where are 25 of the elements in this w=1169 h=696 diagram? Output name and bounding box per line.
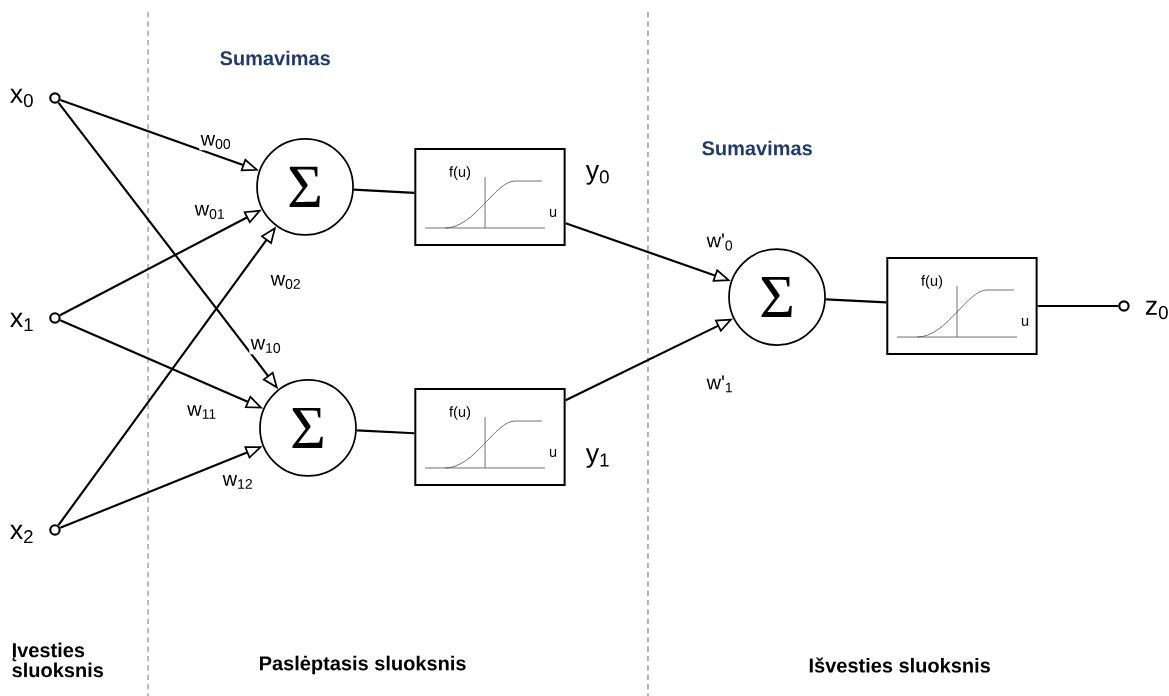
weight-label: w$_{01}$ [193, 203, 227, 221]
weight-label: w$_{00}$ [199, 133, 233, 151]
function-box: f(u) u [414, 388, 566, 487]
node-label: z$_{0}$ [1145, 300, 1168, 320]
node-label: y$_{1}$ [585, 448, 609, 468]
connector-line [825, 298, 887, 304]
node-label: x$_{1}$ [10, 312, 33, 332]
section-heading: Sumavimas [702, 140, 812, 156]
connector-line [1037, 304, 1119, 308]
node-label: y$_{0}$ [585, 165, 609, 185]
node-label: x$_{0}$ [10, 88, 33, 108]
weight-label: w$_{12}$ [221, 473, 255, 491]
connector-line [356, 429, 415, 435]
weight-label: w$_{02}$ [269, 273, 303, 291]
weight-label: w$_{10}$ [249, 337, 283, 355]
weight-label: w$_{11}$ [185, 403, 219, 421]
section-heading: Sumavimas [220, 50, 330, 66]
connector-line [353, 188, 415, 194]
layer-label: Paslėptasis sluoksnis [260, 655, 466, 675]
function-box: f(u) u [414, 148, 566, 247]
weight-label: w'$_{1}$ [705, 374, 735, 394]
layer-label: Įvesties sluoksnis [12, 642, 104, 678]
layer-label: Išvesties sluoksnis [809, 657, 990, 673]
function-box: f(u) u [886, 257, 1038, 355]
node-label: x$_{2}$ [10, 524, 33, 544]
